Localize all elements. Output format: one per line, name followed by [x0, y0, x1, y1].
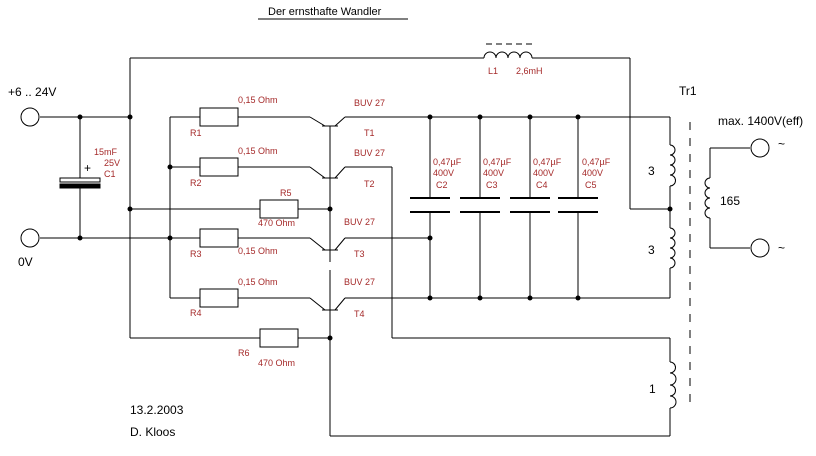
resistor-r3 — [199, 228, 239, 248]
transistor-t1 — [309, 116, 346, 140]
label-output-symbol-bottom: ~ — [778, 241, 785, 255]
winding-primary-bottom — [669, 227, 676, 269]
junction-dot — [477, 114, 483, 120]
label-r6-ref: R6 — [238, 348, 250, 358]
label-l1-value: 2,6mH — [516, 66, 543, 76]
junction-dot — [477, 295, 483, 301]
label-c2-voltage: 400V — [433, 168, 454, 178]
junction-dot — [77, 235, 83, 241]
label-t3-ref: T3 — [354, 249, 365, 259]
label-l1-ref: L1 — [488, 66, 498, 76]
label-r5-value: 470 Ohm — [258, 218, 295, 228]
junction-dot — [575, 114, 581, 120]
label-t1-ref: T1 — [364, 128, 375, 138]
label-output-symbol-top: ~ — [778, 137, 785, 151]
label-winding-bottom: 3 — [648, 243, 655, 257]
label-t2-ref: T2 — [364, 179, 375, 189]
winding-feedback — [669, 361, 677, 409]
label-c3-ref: C3 — [486, 180, 498, 190]
terminal-output-bottom — [750, 238, 770, 258]
footer-author: D. Kloos — [130, 425, 175, 439]
label-r4-value: 0,15 Ohm — [238, 277, 278, 287]
resistor-r2 — [199, 157, 239, 177]
label-c2-capacitance: 0,47µF — [433, 157, 462, 167]
junction-dot — [127, 114, 133, 120]
transistor-t4 — [309, 297, 346, 322]
junction-dot — [527, 295, 533, 301]
label-r5-ref: R5 — [280, 188, 292, 198]
label-r3-ref: R3 — [190, 249, 202, 259]
junction-dot — [167, 235, 173, 241]
label-c4-capacitance: 0,47µF — [533, 157, 562, 167]
label-t2-type: BUV 27 — [354, 148, 385, 158]
label-winding-top: 3 — [648, 164, 655, 178]
label-t4-ref: T4 — [354, 309, 365, 319]
transistor-t3 — [309, 237, 346, 262]
junction-dot — [127, 206, 133, 212]
label-c2-ref: C2 — [436, 180, 448, 190]
winding-secondary — [704, 177, 711, 219]
schematic-title: Der ernsthafte Wandler — [268, 6, 382, 18]
terminal-ground — [20, 228, 40, 248]
label-r2-ref: R2 — [190, 178, 202, 188]
label-r4-ref: R4 — [190, 308, 202, 318]
junction-dot — [427, 235, 433, 241]
label-c4-ref: C4 — [536, 180, 548, 190]
junction-dot — [667, 206, 673, 212]
junction-dot — [575, 295, 581, 301]
label-r1-value: 0,15 Ohm — [238, 95, 278, 105]
label-c5-capacitance: 0,47µF — [582, 157, 611, 167]
label-r2-value: 0,15 Ohm — [238, 146, 278, 156]
c1-plate-negative — [59, 183, 101, 189]
winding-primary-top — [669, 144, 676, 187]
resistor-r6 — [259, 328, 299, 348]
label-c1-voltage: 25V — [104, 158, 120, 168]
label-r1-ref: R1 — [190, 128, 202, 138]
label-t1-type: BUV 27 — [354, 98, 385, 108]
transistor-t2 — [309, 166, 346, 190]
label-c1-capacitance: 15mF — [94, 147, 118, 157]
label-output-rating: max. 1400V(eff) — [718, 114, 803, 128]
resistor-r5 — [259, 199, 299, 219]
c1-plate-positive — [59, 177, 101, 183]
terminal-output-top — [750, 138, 770, 158]
label-c5-ref: C5 — [585, 180, 597, 190]
label-c1-ref: C1 — [104, 169, 116, 179]
resistor-r1 — [199, 107, 239, 127]
junction-dot — [77, 114, 83, 120]
label-c4-voltage: 400V — [533, 168, 554, 178]
label-c1-polarity: + — [84, 161, 91, 175]
junction-dot — [427, 114, 433, 120]
label-c3-capacitance: 0,47µF — [483, 157, 512, 167]
junction-dot — [327, 335, 333, 341]
label-r6-value: 470 Ohm — [258, 358, 295, 368]
label-c5-voltage: 400V — [582, 168, 603, 178]
junction-dot — [427, 295, 433, 301]
label-transformer: Tr1 — [679, 84, 697, 98]
junction-dot — [167, 164, 173, 170]
label-winding-secondary: 165 — [720, 194, 740, 208]
junction-dot — [527, 114, 533, 120]
junction-dot — [327, 206, 333, 212]
label-winding-feedback: 1 — [649, 382, 656, 396]
inductor-l1 — [483, 43, 533, 59]
label-ground-input: 0V — [18, 255, 33, 269]
label-positive-input: +6 .. 24V — [8, 85, 56, 99]
footer-date: 13.2.2003 — [130, 403, 184, 417]
resistor-r4 — [199, 288, 239, 308]
label-t4-type: BUV 27 — [344, 277, 375, 287]
label-t3-type: BUV 27 — [344, 217, 375, 227]
label-c3-voltage: 400V — [483, 168, 504, 178]
label-r3-value: 0,15 Ohm — [238, 246, 278, 256]
terminal-positive — [20, 107, 40, 127]
